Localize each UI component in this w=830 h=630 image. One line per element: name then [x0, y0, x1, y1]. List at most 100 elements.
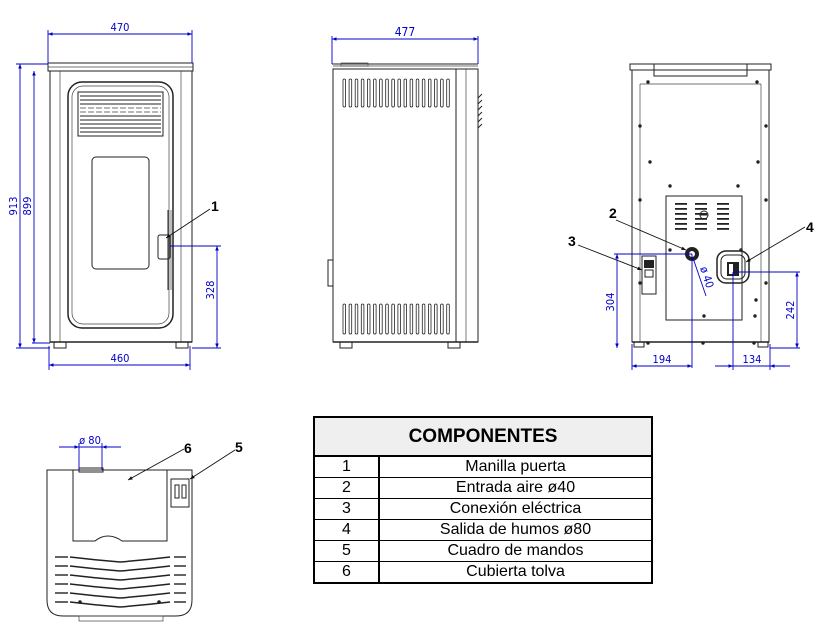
screw — [646, 341, 650, 345]
vent-slot — [354, 303, 359, 335]
dim-electrical-height: 304 — [604, 293, 617, 312]
svg-text:5: 5 — [235, 439, 243, 455]
component-number: 4 — [314, 519, 380, 541]
vent-slot — [440, 303, 444, 335]
side-vents-bottom — [342, 303, 450, 335]
louver-main — [69, 592, 171, 599]
louver-main — [69, 583, 171, 590]
top-view — [46, 467, 193, 622]
front-view — [47, 62, 194, 349]
component-number: 2 — [314, 477, 380, 499]
dim-flue-height: 242 — [784, 301, 797, 320]
screw — [646, 80, 650, 84]
callout-2: 2 — [609, 205, 687, 251]
vent-slot — [397, 78, 401, 108]
screw — [668, 248, 672, 252]
door-glass — [91, 156, 150, 270]
vent-slot — [427, 78, 432, 108]
components-title: COMPONENTES — [314, 417, 652, 457]
screw — [764, 281, 768, 285]
vent-slot — [385, 303, 389, 335]
side-view — [327, 62, 483, 349]
fin — [477, 123, 483, 129]
vent-slot — [379, 78, 383, 108]
component-number: 1 — [314, 455, 380, 478]
vent-slot — [717, 223, 729, 225]
electrical-connection — [641, 255, 657, 295]
component-name: Cuadro de mandos — [379, 540, 652, 562]
screw — [736, 184, 740, 188]
screw — [701, 341, 705, 345]
vent-slot — [379, 303, 383, 335]
vent-slot — [446, 303, 450, 335]
side-dimensions: 477 — [331, 25, 479, 64]
vent-slot — [366, 78, 371, 108]
vent-slot — [717, 203, 729, 205]
dim-front-width-base: 460 — [111, 352, 130, 365]
vent-slot — [348, 78, 353, 108]
dim-side-depth: 477 — [395, 25, 416, 39]
svg-text:1: 1 — [211, 198, 219, 214]
vent-slot — [675, 203, 687, 205]
screw — [755, 80, 759, 84]
component-number: 3 — [314, 498, 380, 520]
vent-slot — [717, 228, 729, 230]
component-name: Cubierta tolva — [379, 561, 652, 583]
vent-slot — [360, 78, 365, 108]
vent-slot — [717, 218, 729, 220]
rear-view — [629, 63, 772, 348]
vent-slot — [415, 78, 420, 108]
louver-main — [69, 565, 171, 572]
screw — [638, 124, 642, 128]
side-rear-fins — [477, 93, 483, 129]
svg-text:6: 6 — [184, 440, 192, 456]
vent-slot — [421, 78, 426, 108]
vent-slot — [354, 78, 359, 108]
component-name: Conexión eléctrica — [379, 498, 652, 520]
svg-text:4: 4 — [806, 219, 814, 235]
screw — [753, 314, 757, 318]
screw — [638, 198, 642, 202]
screw — [638, 281, 642, 285]
vent-slot — [421, 303, 426, 335]
vent-slot — [675, 228, 687, 230]
screw — [756, 160, 760, 164]
callout-5: 5 — [189, 439, 243, 480]
dim-air-inlet-diameter: ø 40 — [697, 265, 716, 290]
callout-1: 1 — [165, 198, 219, 239]
vent-slot — [695, 223, 707, 225]
vent-slot — [391, 78, 395, 108]
callout-4: 4 — [745, 219, 814, 263]
screw — [754, 298, 758, 302]
dim-air-inlet-offset: 194 — [653, 353, 672, 366]
hopper-cover — [72, 469, 168, 542]
vent-slot — [434, 303, 438, 335]
side-vents-top — [342, 78, 450, 108]
vent-slot — [695, 228, 707, 230]
vent-slot — [342, 303, 346, 335]
vent-slot — [397, 303, 401, 335]
control-panel — [170, 478, 190, 508]
vent-slot — [342, 78, 346, 108]
svg-text:3: 3 — [568, 233, 576, 249]
dim-handle-height: 328 — [204, 281, 217, 300]
screw — [702, 314, 706, 318]
vent-slot — [403, 78, 407, 108]
top-dimensions: ø 80 — [59, 434, 121, 470]
callout-6: 6 — [127, 440, 192, 481]
dim-front-height-total: 913 — [7, 197, 20, 216]
door-handle — [157, 210, 172, 290]
vent-slot — [440, 78, 444, 108]
vent-slot — [403, 303, 407, 335]
louver-main — [69, 556, 171, 563]
component-name: Manilla puerta — [379, 455, 652, 478]
vent-slot — [409, 303, 414, 335]
screw — [648, 160, 652, 164]
rear-dimensions: 304 194 ø 40 242 134 — [604, 253, 800, 370]
svg-text:2: 2 — [609, 205, 617, 221]
